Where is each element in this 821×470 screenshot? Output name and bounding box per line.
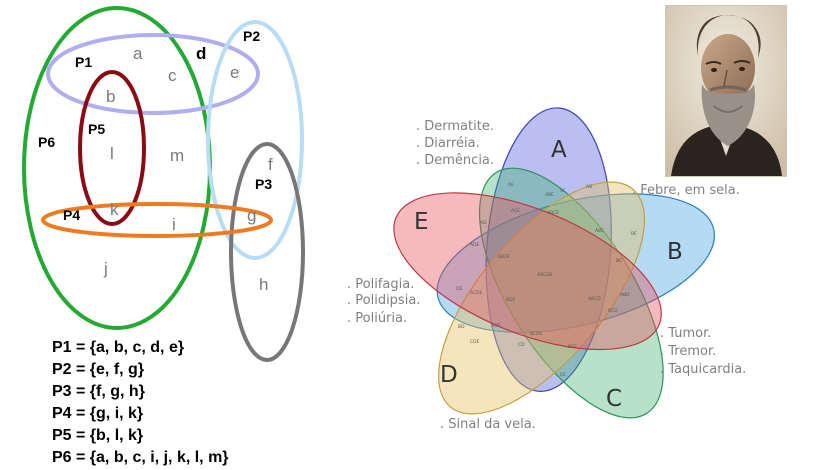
set-p4-outline: [41, 202, 273, 238]
definition-p3: P3 = {f, g, h}: [52, 383, 145, 400]
set-p6-outline: [22, 6, 212, 330]
definition-p1: P1 = {a, b, c, d, e}: [52, 339, 184, 356]
region-abde: ABDE: [497, 254, 510, 260]
region-abd: ABD: [620, 292, 630, 298]
region-acde: ACDE: [470, 290, 483, 296]
venn-set-d-ellipse: [438, 181, 646, 415]
region-abc: ABC: [595, 228, 604, 234]
symptom-b-1: . Tumor.: [660, 326, 711, 341]
set-p6-label: P6: [38, 134, 55, 150]
venn-set-a-ellipse: [485, 107, 612, 392]
set-p5-label: P5: [88, 121, 105, 137]
venn-set-b-label: B: [667, 239, 683, 265]
element-a: a: [133, 44, 143, 63]
region-ae: AE: [508, 182, 514, 188]
region-bc: BC: [616, 258, 622, 264]
venn-set-e-label: E: [414, 209, 429, 235]
definition-p2: P2 = {e, f, g}: [52, 361, 144, 378]
set-p3-outline: [229, 142, 305, 362]
region-ce: CE: [560, 372, 566, 378]
element-g: g: [247, 206, 256, 225]
symptom-lists: . Dermatite. . Diarréia. . Demência. . F…: [347, 119, 746, 432]
region-cd: CD: [518, 342, 525, 348]
set-p2-label: P2: [243, 28, 260, 44]
set-p4-label: P4: [63, 207, 80, 223]
region-ad: AD: [480, 220, 487, 226]
element-m: m: [170, 146, 184, 165]
venn-set-c-ellipse: [478, 167, 664, 419]
symptom-c-1: . Sinal da vela.: [440, 417, 536, 432]
set-p5-outline: [78, 70, 146, 226]
element-b: b: [106, 87, 115, 106]
region-acd: ACD: [491, 323, 501, 329]
symptom-e-2: . Diarréia.: [416, 136, 480, 151]
element-d: d: [196, 44, 206, 63]
set-p1-label: P1: [75, 54, 92, 70]
element-j: j: [103, 259, 108, 278]
element-k: k: [110, 200, 119, 219]
symptom-d-1: . Polifagia.: [347, 277, 414, 292]
region-be: BE: [631, 231, 637, 237]
definition-p4: P4 = {g, i, k}: [52, 405, 143, 422]
venn-region-labels: ABCDE AB AE ABE ACE ABCE ABC BC BCD ABD …: [456, 182, 637, 378]
definition-p6: P6 = {a, b, c, i, j, k, l, m}: [52, 449, 229, 466]
set-diagram: P1 P2 P3 P4 P5 P6 a b c d e f g h i j k …: [22, 6, 305, 466]
element-c: c: [168, 66, 177, 85]
set-p2-outline: [206, 20, 304, 260]
region-bde: BDE: [506, 297, 516, 303]
set-p3-label: P3: [255, 176, 272, 192]
element-l: l: [110, 144, 114, 163]
definition-p5: P5 = {b, l, k}: [52, 427, 143, 444]
element-f: f: [268, 155, 273, 174]
region-abe: ABE: [545, 192, 554, 198]
element-h: h: [259, 275, 268, 294]
set-p1-outline: [46, 33, 260, 115]
region-ab: AB: [586, 184, 592, 190]
symptom-e-3: . Demência.: [416, 153, 494, 168]
element-e: e: [230, 63, 239, 82]
set-definitions: P1 = {a, b, c, d, e} P2 = {e, f, g} P3 =…: [52, 339, 229, 466]
venn-set-b-ellipse: [436, 193, 716, 334]
region-abce: ABCE: [547, 210, 559, 216]
region-bd: BD: [458, 324, 465, 330]
portrait-photo: [665, 5, 787, 177]
region-bce: BCE: [568, 344, 577, 350]
venn-set-e-ellipse: [393, 192, 662, 351]
symptom-d-2: . Polidipsia.: [347, 293, 420, 308]
venn-set-d-label: D: [440, 362, 458, 388]
region-ace: ACE: [511, 208, 520, 214]
venn-ellipses: [393, 107, 716, 419]
region-cde: CDE: [470, 339, 480, 345]
venn-set-c-label: C: [606, 386, 622, 412]
region-abcde: ABCDE: [537, 272, 553, 278]
region-abcd: ABCD: [588, 296, 601, 302]
region-bcde: BCDE: [530, 331, 543, 337]
region-ac: AC: [560, 188, 566, 194]
region-bcd: BCD: [608, 308, 618, 314]
symptom-d-3: . Poliúria.: [347, 311, 407, 326]
element-i: i: [172, 215, 176, 234]
symptom-e-1: . Dermatite.: [416, 119, 494, 134]
five-set-venn: A B C D E ABCDE AB AE ABE ACE ABCE ABC B…: [347, 107, 746, 432]
symptom-a-1: . Febre, em sela.: [632, 183, 740, 198]
venn-set-a-label: A: [551, 137, 567, 163]
region-ade: ADE: [470, 242, 480, 248]
symptom-b-3: . Taquicardia.: [660, 362, 746, 377]
symptom-b-2: . Tremor.: [660, 344, 716, 359]
region-de: DE: [456, 286, 462, 292]
